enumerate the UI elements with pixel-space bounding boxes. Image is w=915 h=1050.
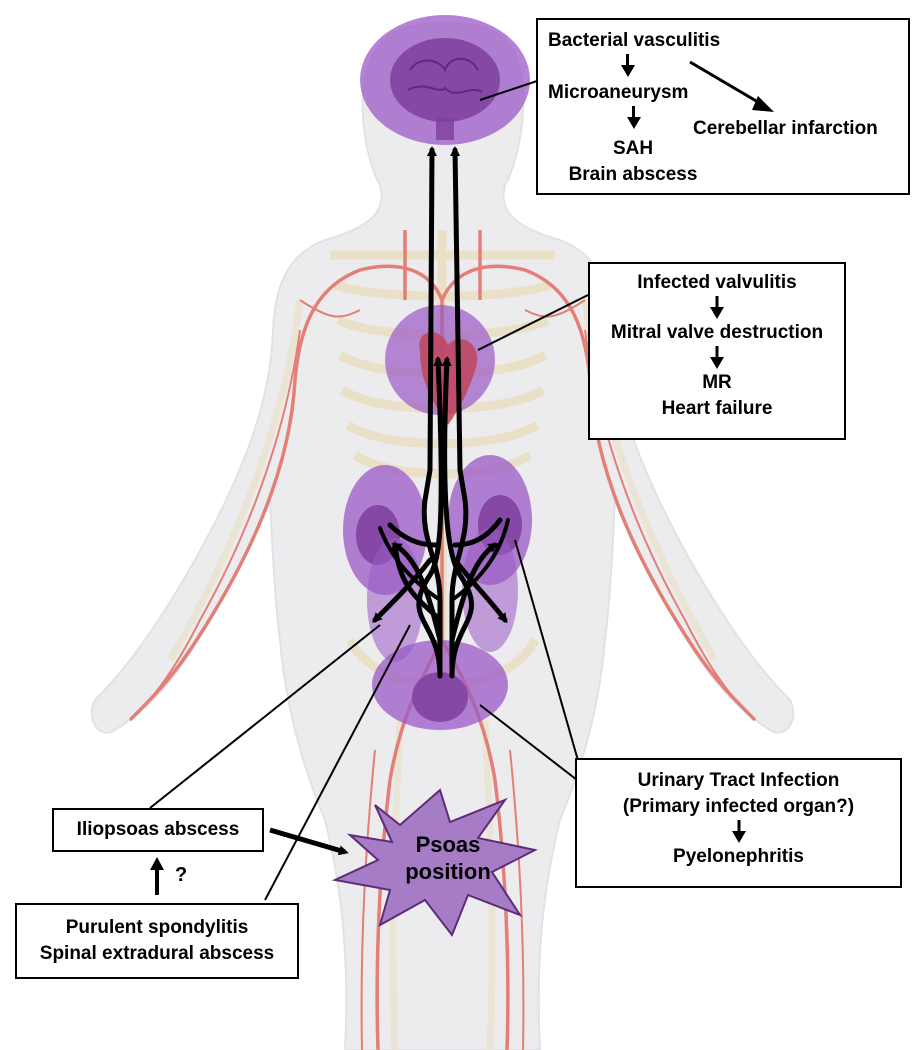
heart-line1: Infected valvulitis — [590, 270, 844, 296]
brain — [390, 38, 500, 122]
uti-line1: Urinary Tract Infection — [577, 768, 900, 794]
psoas-star-line1: Psoas — [416, 832, 481, 857]
uti-line2: (Primary infected organ?) — [577, 794, 900, 820]
brain-line2: Microaneurysm — [548, 80, 688, 106]
brain-line1: Bacterial vasculitis — [548, 28, 720, 54]
brain-arrow2 — [626, 106, 642, 130]
heart-arrow2 — [590, 346, 844, 370]
brain-line5: Brain abscess — [538, 162, 728, 188]
brain-diagonal-arrow — [688, 60, 778, 120]
iliopsoas-label: Iliopsoas abscess — [54, 817, 262, 843]
brain-complications-box: Bacterial vasculitis Microaneurysm Cereb… — [536, 18, 910, 195]
heart-line2: Mitral valve destruction — [590, 320, 844, 346]
uti-arrow — [577, 820, 900, 844]
up-arrow — [150, 857, 164, 895]
question-mark: ? — [175, 864, 187, 887]
brain-arrow1 — [620, 54, 636, 78]
heart-line4: Heart failure — [590, 396, 844, 422]
heart-arrow1 — [590, 296, 844, 320]
iliopsoas-box: Iliopsoas abscess — [52, 808, 264, 852]
brain-line4: SAH — [538, 136, 728, 162]
bladder — [412, 672, 468, 722]
heart-line3: MR — [590, 370, 844, 396]
uti-box: Urinary Tract Infection (Primary infecte… — [575, 758, 902, 888]
psoas-star-line2: position — [405, 859, 491, 884]
uti-line3: Pyelonephritis — [577, 844, 900, 870]
heart-complications-box: Infected valvulitis Mitral valve destruc… — [588, 262, 846, 440]
spine-line1: Purulent spondylitis — [17, 915, 297, 941]
spine-complications-box: Purulent spondylitis Spinal extradural a… — [15, 903, 299, 979]
spine-line2: Spinal extradural abscess — [17, 941, 297, 967]
